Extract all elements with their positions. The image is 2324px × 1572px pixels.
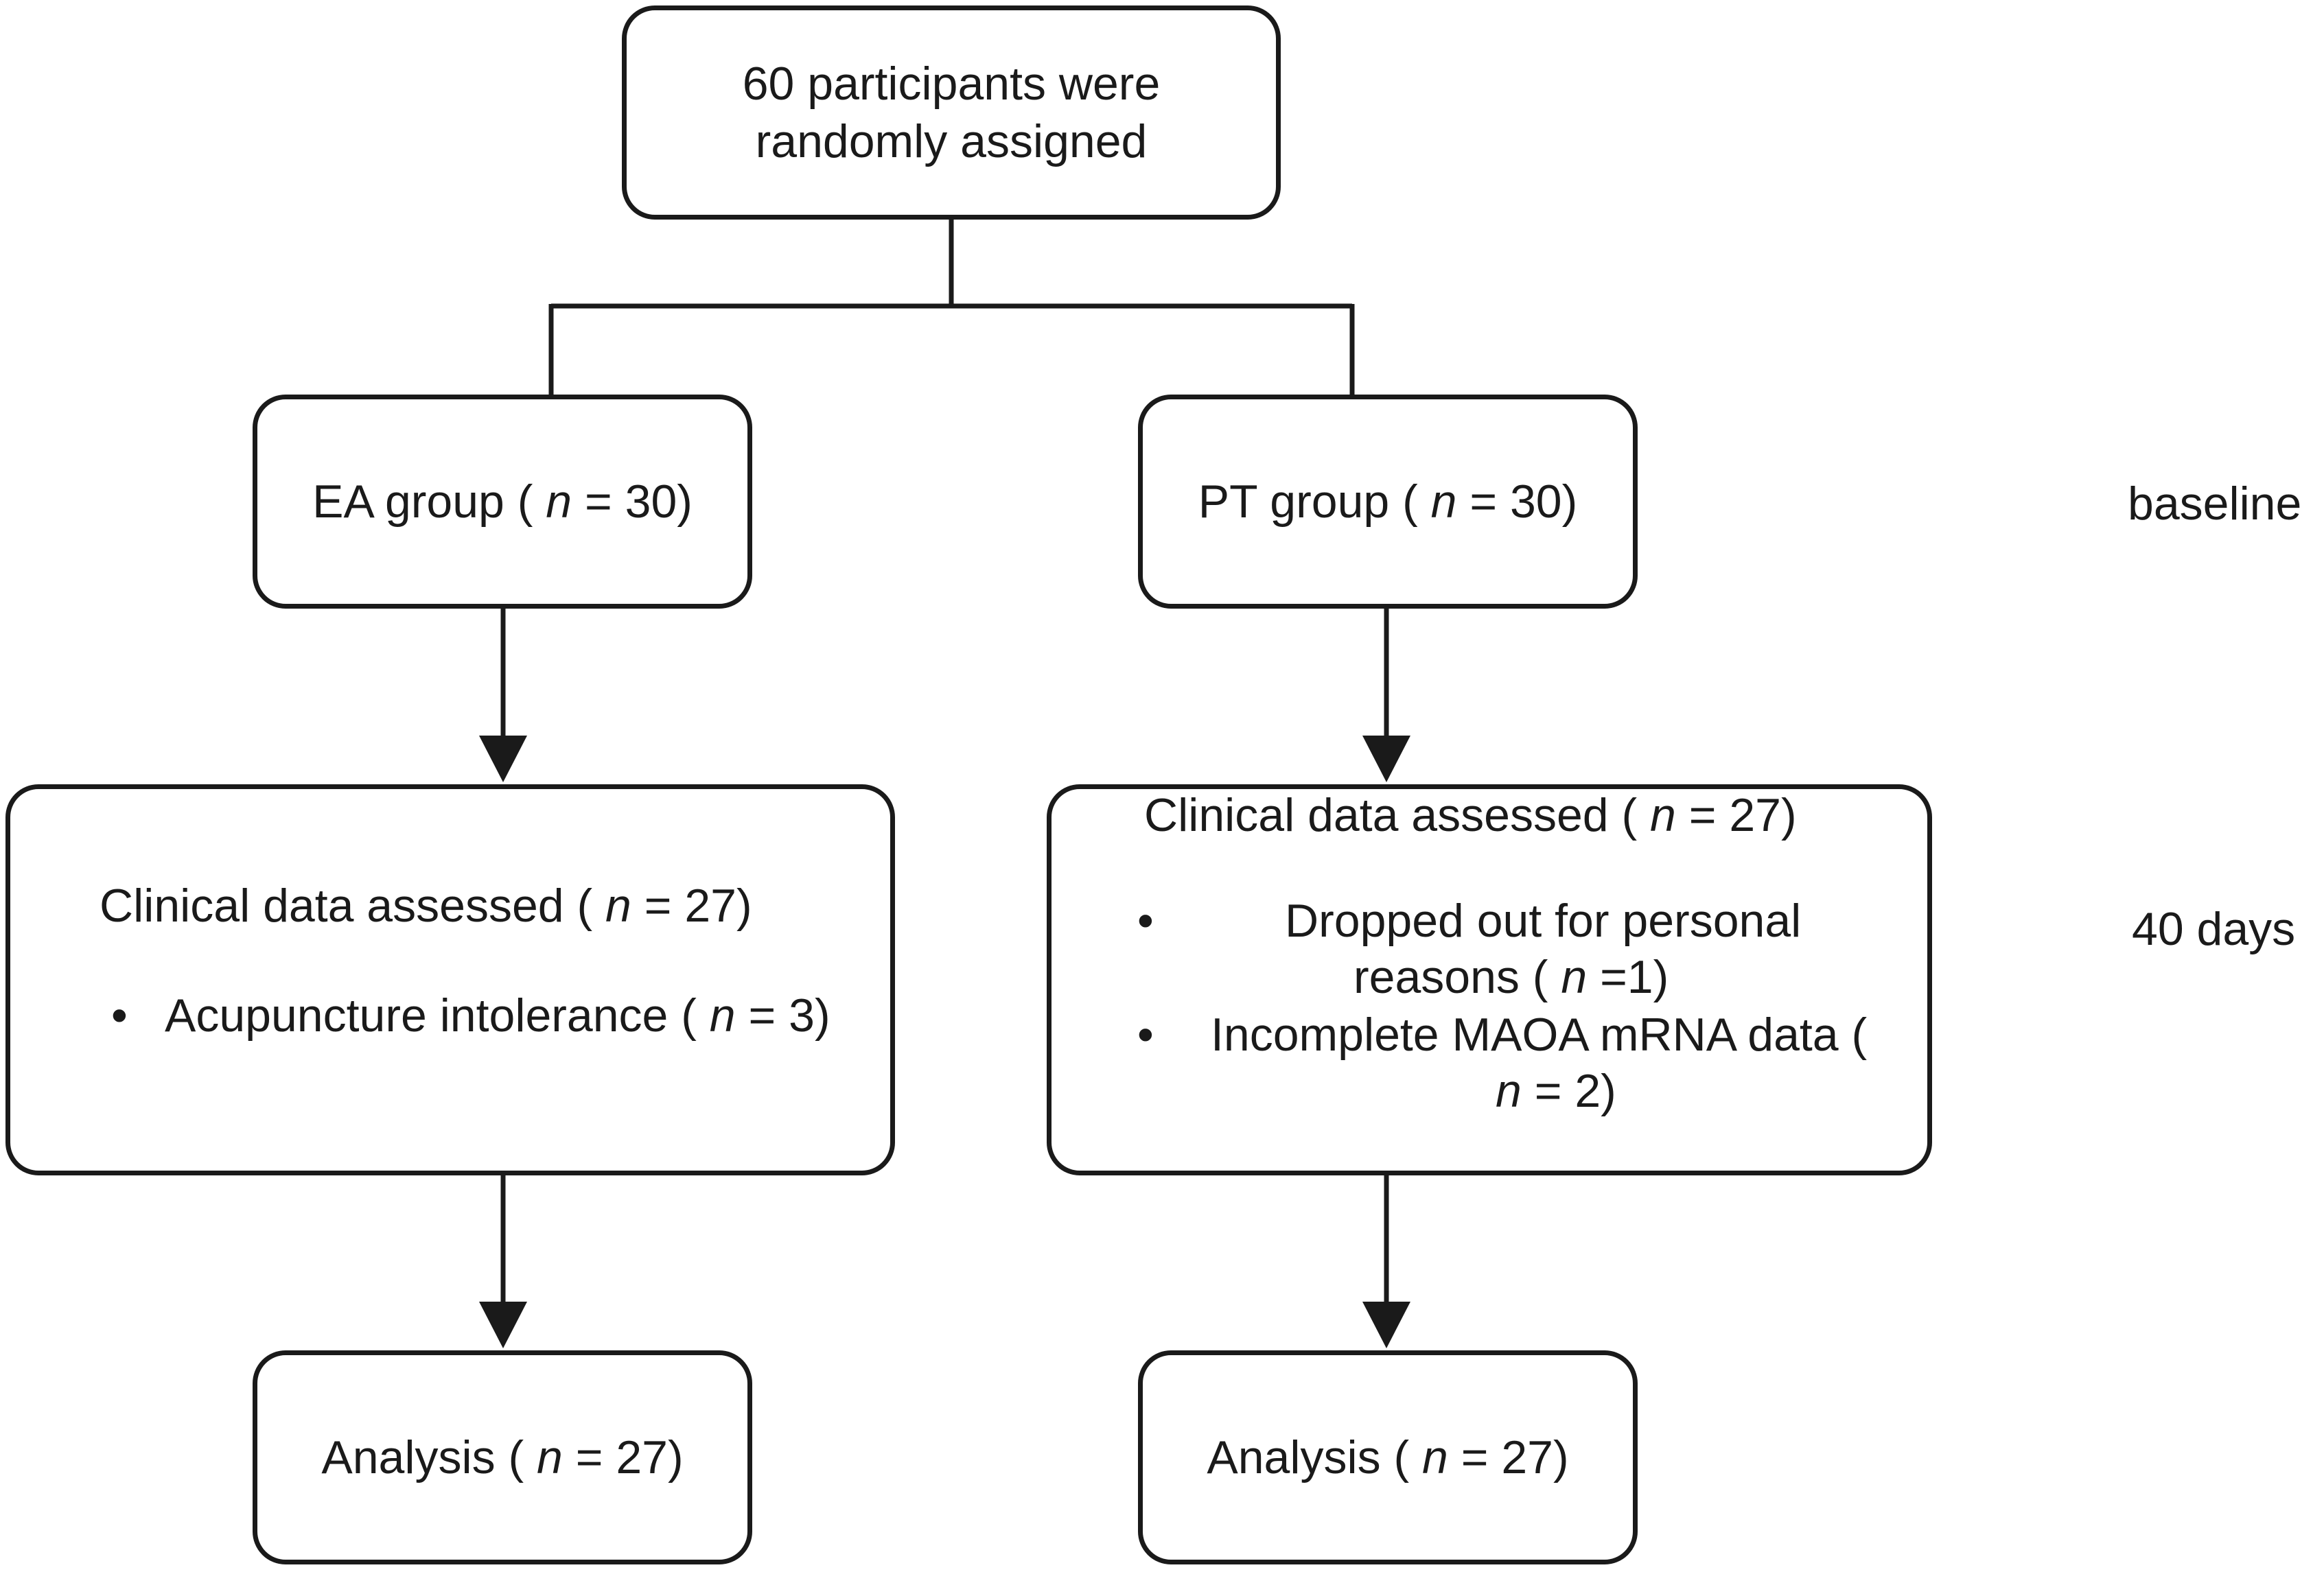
pt-assessed-title: Clinical data assessed ( n = 27)	[1144, 789, 1797, 841]
connector-split	[548, 218, 1355, 397]
randomization-line2: randomly assigned	[755, 115, 1148, 167]
bullet-dot: •	[1137, 1009, 1154, 1061]
randomization-line1: 60 participants were	[742, 58, 1161, 110]
randomization-box: 60 participants were randomly assigned	[622, 5, 1281, 220]
pt-assessed-bullet-1-line1: Dropped out for personal	[1285, 895, 1802, 947]
ea-group-box: EA group ( n = 30)	[253, 395, 752, 609]
pt-assessed-box: Clinical data assessed ( n = 27) • Dropp…	[1047, 784, 1932, 1175]
pt-assessed-bullet-2-line2: n = 2)	[1496, 1065, 1616, 1117]
arrowhead-ea-analysis	[479, 1302, 527, 1348]
pt-group-box: PT group ( n = 30)	[1138, 395, 1638, 609]
ea-analysis-box: Analysis ( n = 27)	[253, 1350, 752, 1564]
arrowhead-pt-analysis	[1362, 1302, 1410, 1348]
ea-assessed-bullet-1: Acupuncture intolerance ( n = 3)	[165, 989, 830, 1042]
timepoint-40-days: 40 days	[2132, 903, 2296, 955]
pt-analysis-box: Analysis ( n = 27)	[1138, 1350, 1638, 1564]
arrowhead-pt-assessed	[1362, 736, 1410, 782]
pt-assessed-bullet-2-line1: Incomplete MAOA mRNA data (	[1211, 1009, 1868, 1061]
ea-group-label: EA group ( n = 30)	[312, 476, 693, 528]
ea-assessed-box: Clinical data assessed ( n = 27) • Acupu…	[5, 784, 895, 1175]
pt-assessed-bullet-1-line2: reasons ( n =1)	[1353, 951, 1669, 1003]
ea-assessed-title: Clinical data assessed ( n = 27)	[100, 880, 752, 932]
pt-analysis-label: Analysis ( n = 27)	[1207, 1431, 1569, 1483]
ea-analysis-label: Analysis ( n = 27)	[321, 1431, 684, 1483]
bullet-dot: •	[1137, 895, 1154, 947]
timepoint-baseline: baseline	[2128, 478, 2302, 530]
arrowhead-ea-assessed	[479, 736, 527, 782]
bullet-dot: •	[111, 989, 128, 1042]
pt-group-label: PT group ( n = 30)	[1198, 476, 1578, 528]
